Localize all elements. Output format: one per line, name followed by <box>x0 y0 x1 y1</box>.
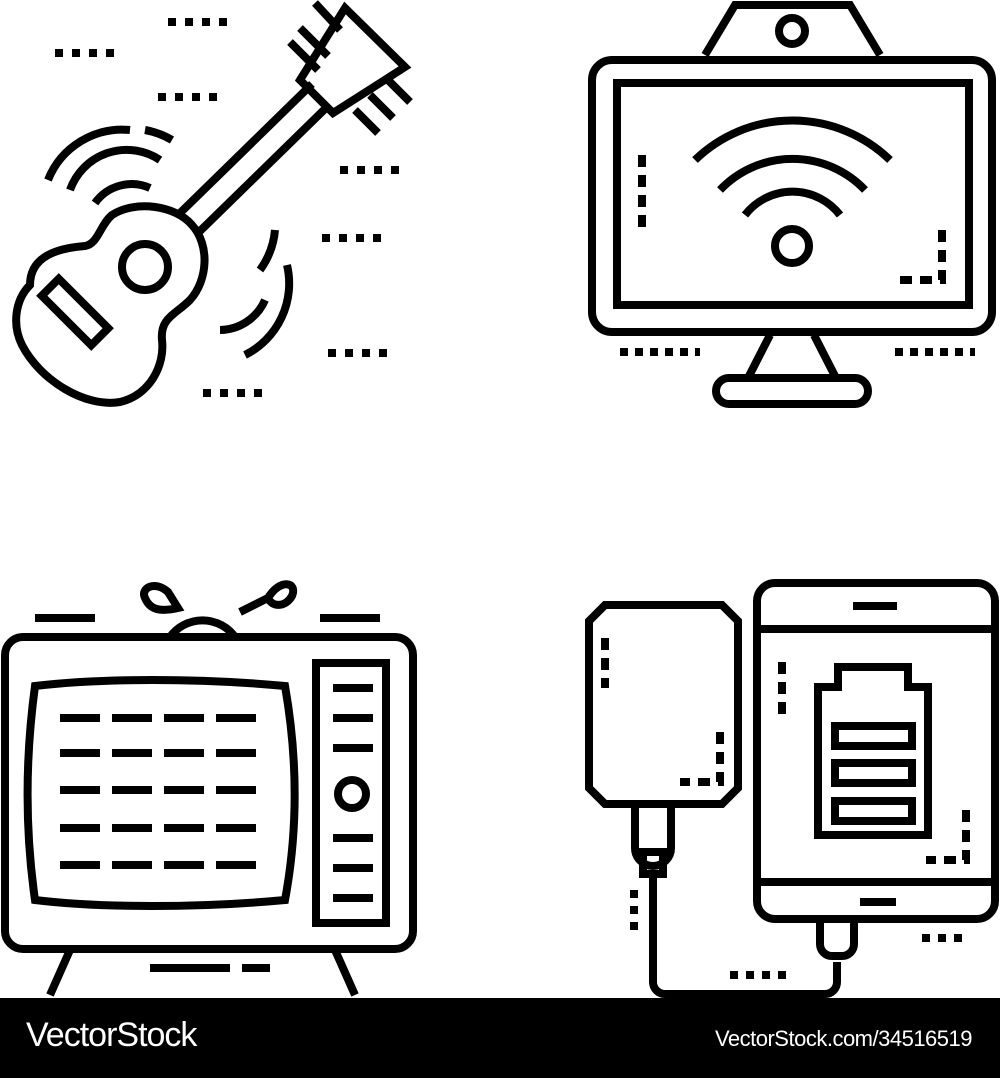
image-reference: VectorStock.com/34516519 <box>714 1026 973 1051</box>
powerbank-phone-icon <box>585 579 999 998</box>
monitor-wifi-icon <box>588 0 996 408</box>
watermark-bar: VectorStock VectorStock.com/34516519 <box>0 998 1000 1078</box>
line-icons <box>1 0 999 998</box>
brand-logo: VectorStock <box>26 1016 197 1054</box>
retro-tv-icon <box>1 580 417 997</box>
guitar-icon <box>12 0 413 407</box>
